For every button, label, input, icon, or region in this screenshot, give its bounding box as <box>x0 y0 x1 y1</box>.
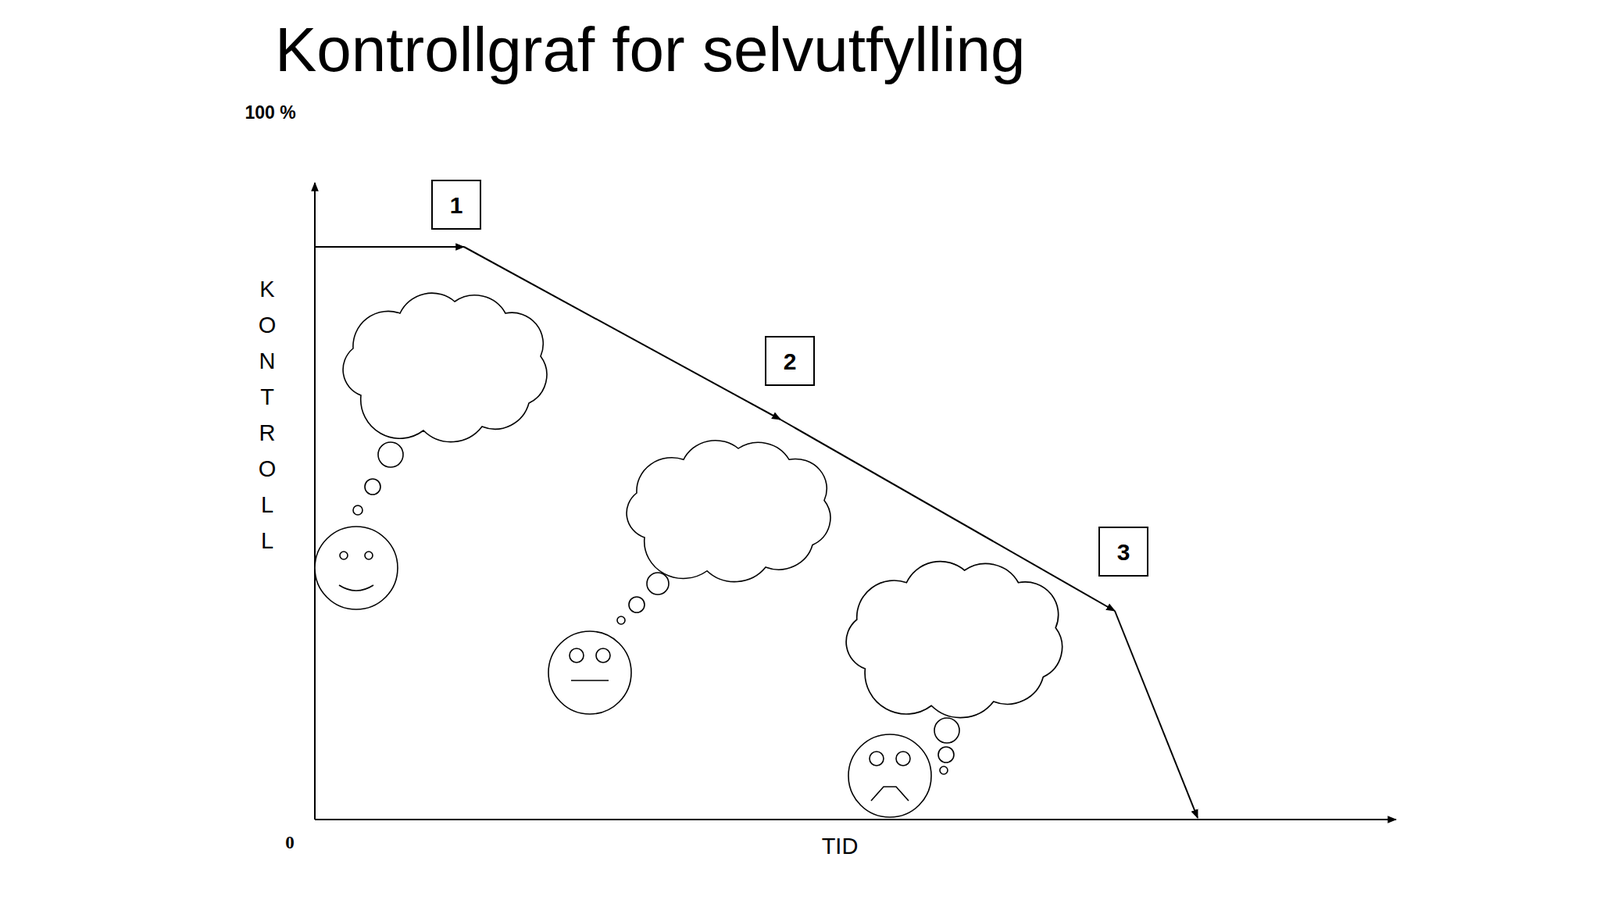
thought-cloud <box>846 561 1062 718</box>
y-axis <box>314 182 316 820</box>
callout-number-box: 2 <box>764 335 815 386</box>
thought-cloud <box>342 292 547 442</box>
callout-number-box: 3 <box>1098 526 1149 577</box>
axis-max-label: 100 % <box>244 102 296 124</box>
diagram-title: Kontrollgraf for selvutfylling <box>275 14 1025 86</box>
x-axis <box>314 818 1397 821</box>
neutral-face <box>548 631 632 715</box>
axis-origin-label: 0 <box>285 832 295 854</box>
control-curve <box>314 246 1198 818</box>
callout-number: 1 <box>450 192 464 218</box>
y-axis-label: KONTROLL <box>256 271 279 559</box>
callout-number: 3 <box>1117 539 1131 565</box>
callout-number: 2 <box>783 348 797 375</box>
happy-face <box>314 526 398 610</box>
x-axis-label: TID <box>821 833 859 860</box>
callout-number-box: 1 <box>431 179 482 230</box>
thought-bubbles <box>353 442 960 775</box>
thought-cloud <box>626 440 831 583</box>
sad-face <box>848 734 932 818</box>
